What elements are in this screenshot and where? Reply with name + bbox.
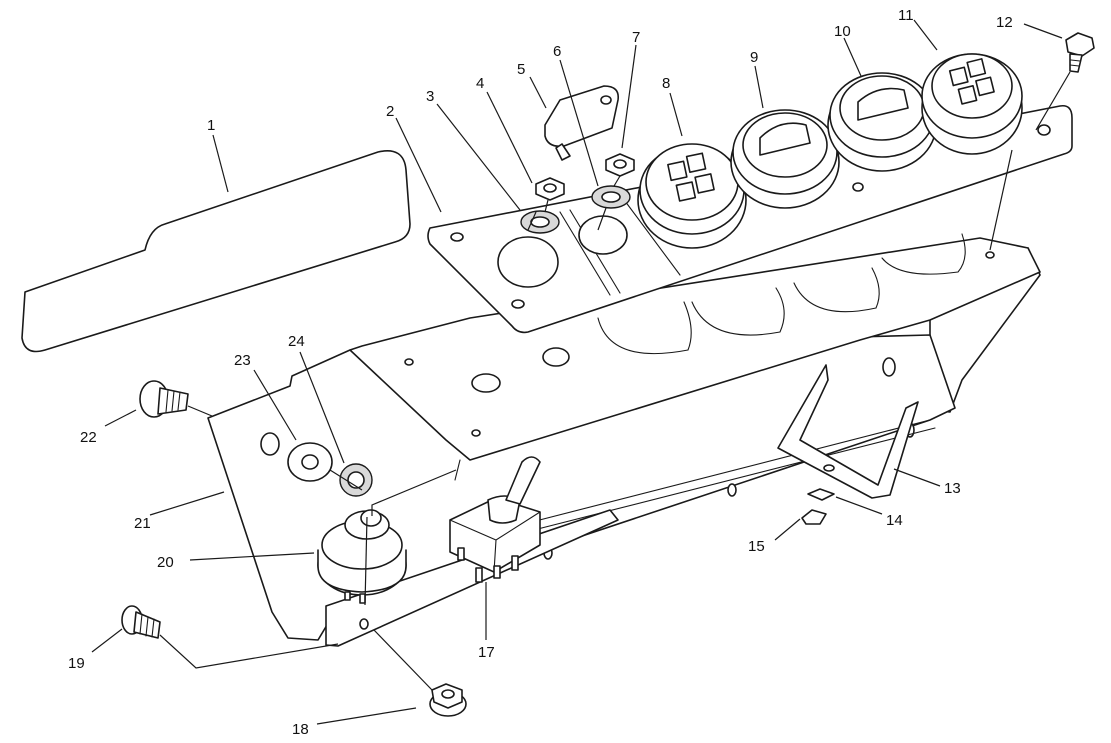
callout-15: 15	[748, 538, 765, 555]
bracket-hole	[823, 464, 835, 472]
callout-7: 7	[632, 29, 640, 46]
rotary-switch	[317, 509, 407, 604]
callout-6: 6	[553, 43, 561, 60]
callout-23: 23	[234, 352, 251, 369]
flange-nut	[429, 683, 467, 717]
callout-9: 9	[750, 49, 758, 66]
gauge-10	[827, 72, 937, 172]
callout-22: 22	[80, 429, 97, 446]
hex-screw	[1065, 32, 1095, 73]
callout-2: 2	[386, 103, 394, 120]
callout-13: 13	[944, 480, 961, 497]
callout-12: 12	[996, 14, 1013, 31]
callout-10: 10	[834, 23, 851, 40]
callout-18: 18	[292, 721, 309, 738]
callout-4: 4	[476, 75, 484, 92]
lock-washer-6	[591, 185, 631, 209]
callout-3: 3	[426, 88, 434, 105]
callout-19: 19	[68, 655, 85, 672]
callout-17: 17	[478, 644, 495, 661]
callout-11: 11	[898, 7, 914, 24]
callout-21: 21	[134, 515, 151, 532]
toggle-switch	[449, 456, 541, 583]
ignition-key	[544, 85, 620, 161]
lock-nut-14	[807, 488, 835, 501]
gauge-8	[637, 143, 747, 249]
gauge-11	[921, 53, 1023, 155]
callout-20: 20	[157, 554, 174, 571]
callout-5: 5	[517, 61, 525, 78]
callout-labels: 1 2 3 4 5 6 7 8 9 10 11 12 13 14 15 17 1…	[68, 7, 1013, 738]
bottom-flange	[325, 509, 619, 647]
flat-washer	[287, 442, 333, 482]
callout-24: 24	[288, 333, 305, 350]
lock-washer-24	[339, 463, 373, 497]
lock-washer-3	[520, 210, 560, 234]
screw-19	[121, 605, 161, 639]
screw-22	[139, 380, 189, 418]
mounting-bracket	[777, 364, 919, 499]
callout-1: 1	[207, 117, 215, 134]
lock-nut-15	[801, 509, 827, 525]
gauge-9	[730, 109, 840, 209]
callout-14: 14	[886, 512, 903, 529]
callout-8: 8	[662, 75, 670, 92]
leader-lines	[91, 19, 1071, 725]
decal	[21, 150, 411, 353]
